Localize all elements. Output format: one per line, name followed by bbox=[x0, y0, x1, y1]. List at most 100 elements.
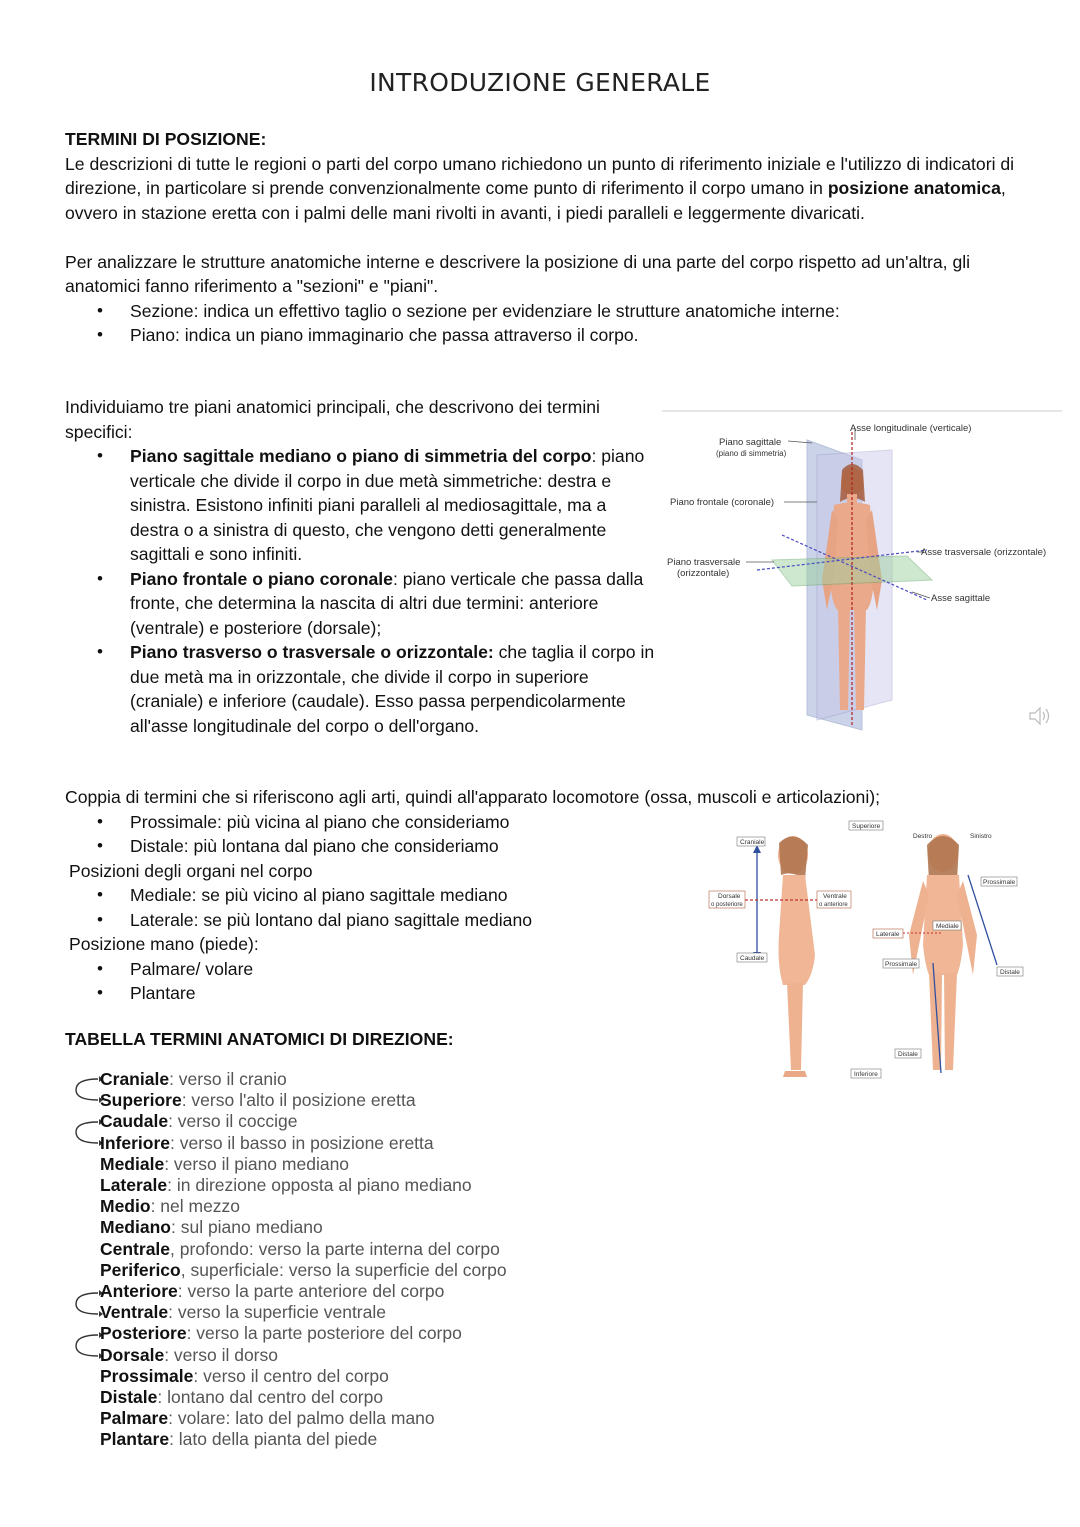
list-item: Piano frontale o piano coronale: piano v… bbox=[65, 567, 655, 641]
list-item: Distale: più lontana dal piano che consi… bbox=[65, 834, 965, 859]
term-description: , superficiale: verso la superficie del … bbox=[180, 1259, 507, 1280]
term: Mediano bbox=[100, 1217, 171, 1238]
list-item: Mediale: se più vicino al piano sagittal… bbox=[65, 883, 965, 908]
table-row: Ventrale: verso la superficie ventrale bbox=[100, 1302, 507, 1323]
label-prossimale-arm: Prossimale bbox=[983, 879, 1016, 886]
term: Laterale bbox=[100, 1175, 168, 1196]
label-distale-arm: Distale bbox=[1000, 969, 1020, 976]
item-text: : piano verticale che divide il corpo in… bbox=[130, 446, 645, 564]
table-row: Mediale: verso il piano mediano bbox=[100, 1154, 507, 1175]
label-dorsale-sub: o posteriore bbox=[711, 902, 743, 908]
table-row: Superiore: verso l'alto il posizione ere… bbox=[100, 1090, 507, 1111]
table-row: Medio: nel mezzo bbox=[100, 1196, 507, 1217]
bracket-arrow-icon bbox=[75, 1121, 99, 1144]
bracket-arrow-icon bbox=[75, 1078, 99, 1101]
label-transverse-plane: Piano trasversale bbox=[667, 557, 740, 568]
label-frontal-plane: Piano frontale (coronale) bbox=[670, 497, 774, 508]
figure-top-rule bbox=[662, 410, 1062, 412]
label-laterale: Laterale bbox=[876, 931, 900, 938]
term-description: : verso l'alto il posizione eretta bbox=[181, 1090, 416, 1111]
section-planes: Individuiamo tre piani anatomici princip… bbox=[65, 395, 655, 738]
label-transverse-plane-sub: (orizzontale) bbox=[677, 568, 729, 579]
bold-term: Piano frontale o piano coronale bbox=[130, 568, 393, 589]
term-description: : verso il piano mediano bbox=[164, 1153, 350, 1174]
section-heading: TERMINI DI POSIZIONE: bbox=[65, 129, 267, 149]
table-row: Dorsale: verso il dorso bbox=[100, 1345, 507, 1366]
section-position-terms: TERMINI DI POSIZIONE: Le descrizioni di … bbox=[65, 127, 1025, 348]
item-text: che taglia il corpo in due metà ma in or… bbox=[130, 642, 655, 736]
bracket-arrow-icon bbox=[75, 1292, 99, 1315]
table-row: Prossimale: verso il centro del corpo bbox=[100, 1366, 507, 1387]
paragraph-anatomical-position: Le descrizioni di tutte le regioni o par… bbox=[65, 152, 1025, 226]
term-description: : verso la parte posteriore del corpo bbox=[186, 1323, 462, 1344]
term-description: : verso il basso in posizione eretta bbox=[170, 1132, 434, 1153]
table-row: Anteriore: verso la parte anteriore del … bbox=[100, 1281, 507, 1302]
paragraph-text: Le descrizioni di tutte le regioni o par… bbox=[65, 153, 1015, 199]
label-sagittal-axis: Asse sagittale bbox=[931, 593, 990, 604]
term-description: : verso il coccige bbox=[168, 1111, 298, 1132]
table-row: Periferico, superficiale: verso la super… bbox=[100, 1260, 507, 1281]
term-description: : verso il cranio bbox=[169, 1069, 287, 1089]
direction-terms-figure: Craniale Dorsale o posteriore Ventrale o… bbox=[705, 815, 1035, 1085]
term: Palmare bbox=[100, 1408, 169, 1429]
label-craniale: Craniale bbox=[740, 839, 765, 846]
label-sagittal-plane-sub: (piano di simmetria) bbox=[716, 449, 787, 458]
label-distale-leg: Distale bbox=[898, 1051, 918, 1058]
label-mediale: Mediale bbox=[936, 923, 959, 930]
term: Distale bbox=[100, 1387, 158, 1408]
term: Posteriore bbox=[100, 1323, 187, 1344]
label-sinistro: Sinistro bbox=[970, 833, 992, 840]
term: Mediale bbox=[100, 1153, 165, 1174]
table-row: Centrale, profondo: verso la parte inter… bbox=[100, 1239, 507, 1260]
limbs-intro: Coppia di termini che si riferiscono agl… bbox=[65, 787, 880, 807]
table-row: Distale: lontano dal centro del corpo bbox=[100, 1387, 507, 1408]
term: Ventrale bbox=[100, 1302, 169, 1323]
list-item: Piano trasverso o trasversale o orizzont… bbox=[65, 640, 655, 738]
label-ventrale: Ventrale bbox=[823, 893, 847, 900]
page-title: INTRODUZIONE GENERALE bbox=[369, 68, 711, 97]
table-row: Craniale: verso il cranio bbox=[100, 1069, 507, 1090]
term-description: : lato della pianta del piede bbox=[169, 1429, 378, 1450]
speaker-icon[interactable] bbox=[1029, 706, 1050, 726]
term-description: : verso il dorso bbox=[164, 1344, 278, 1365]
label-ventrale-sub: o anteriore bbox=[819, 902, 848, 908]
paragraph-text: , ovvero in stazione eretta con i palmi … bbox=[65, 178, 1006, 223]
term-description: : volare: lato del palmo della mano bbox=[168, 1408, 435, 1429]
axis-proximal-distal-arm bbox=[967, 874, 998, 966]
axis-proximal-distal-leg bbox=[932, 962, 942, 1074]
table-row: Mediano: sul piano mediano bbox=[100, 1217, 507, 1238]
term-description: , profondo: verso la parte interna del c… bbox=[170, 1238, 500, 1259]
term-description: : sul piano mediano bbox=[170, 1217, 323, 1238]
term-description: : verso il centro del corpo bbox=[193, 1365, 389, 1386]
list-item: Laterale: se più lontano dal piano sagit… bbox=[65, 908, 965, 933]
term: Plantare bbox=[100, 1429, 170, 1450]
term: Anteriore bbox=[100, 1281, 178, 1302]
section-limbs: Coppia di termini che si riferiscono agl… bbox=[65, 785, 965, 1006]
list-item: Piano: indica un piano immaginario che p… bbox=[65, 323, 1025, 348]
direction-terms-table: Craniale: verso il cranio Superiore: ver… bbox=[100, 1069, 507, 1451]
term: Caudale bbox=[100, 1111, 169, 1132]
transverse-plane-shape bbox=[771, 555, 934, 587]
item-text: : piano verticale che passa dalla fronte… bbox=[130, 568, 644, 638]
organs-heading: Posizioni degli organi nel corpo bbox=[69, 860, 313, 881]
label-prossimale-leg: Prossimale bbox=[885, 961, 918, 968]
list-item: Palmare/ volare bbox=[65, 957, 965, 982]
list-item: Piano sagittale mediano o piano di simme… bbox=[65, 444, 655, 567]
hand-heading: Posizione mano (piede): bbox=[69, 934, 259, 954]
table-heading: TABELLA TERMINI ANATOMICI DI DIREZIONE: bbox=[65, 1029, 454, 1049]
list-item: Plantare bbox=[65, 981, 965, 1006]
table-row: Posteriore: verso la parte posteriore de… bbox=[100, 1323, 507, 1344]
table-row: Plantare: lato della pianta del piede bbox=[100, 1429, 507, 1450]
label-dorsale: Dorsale bbox=[718, 893, 741, 900]
label-destro: Destro bbox=[913, 833, 933, 840]
term: Periferico bbox=[100, 1259, 181, 1280]
term: Craniale bbox=[100, 1069, 170, 1089]
term: Prossimale bbox=[100, 1365, 194, 1386]
sagittal-axis bbox=[781, 534, 928, 601]
list-item: Sezione: indica un effettivo taglio o se… bbox=[65, 299, 1025, 324]
term-description: : verso la parte anteriore del corpo bbox=[177, 1281, 445, 1302]
table-row: Inferiore: verso il basso in posizione e… bbox=[100, 1133, 507, 1154]
side-view-body bbox=[778, 836, 815, 1077]
label-sagittal-plane: Piano sagittale bbox=[719, 437, 781, 448]
bold-term: Piano sagittale mediano o piano di simme… bbox=[130, 446, 592, 466]
